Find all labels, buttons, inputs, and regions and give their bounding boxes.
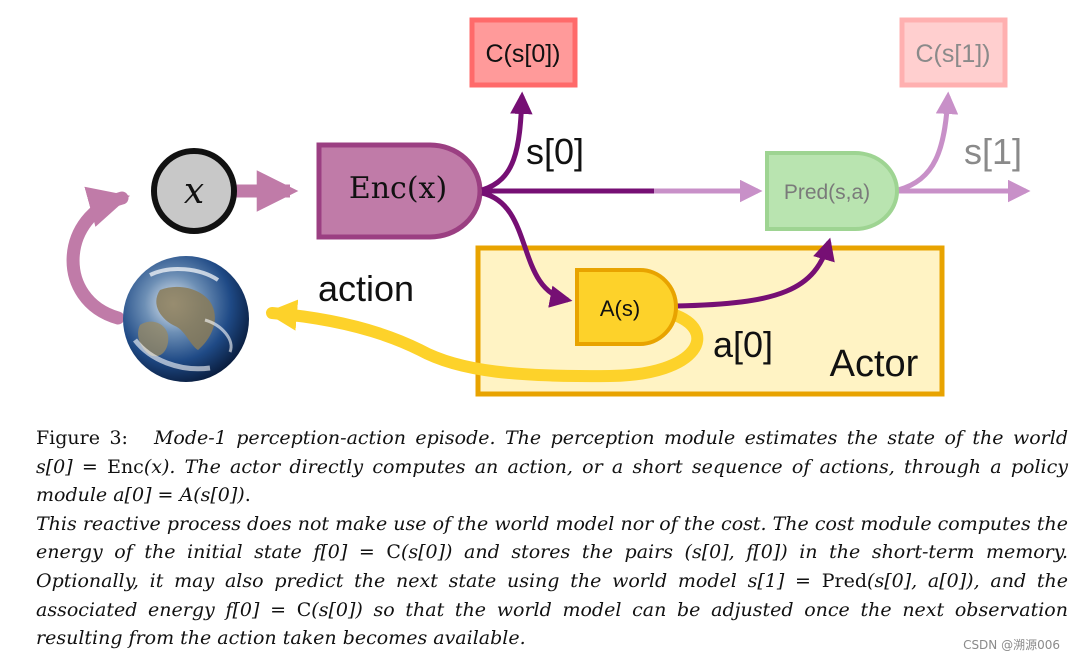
action-arrow	[265, 299, 704, 383]
caption-text: This reactive process does not make use …	[36, 512, 1068, 564]
caption-paragraph-1: Figure 3: Mode-1 perception-action episod…	[36, 427, 1068, 507]
caption-text: so that the world model can be adjusted …	[36, 598, 1068, 650]
figure-label: Figure 3:	[36, 427, 128, 449]
s0-label: s[0]	[526, 131, 584, 172]
caption-text: and stores the pairs	[464, 541, 673, 564]
caption-text: Mode-1 perception-action episode. The pe…	[153, 427, 1068, 449]
enc-to-cost0-arrow	[481, 91, 533, 193]
observation-x-label: x	[184, 171, 204, 212]
s1-label: s[1]	[964, 131, 1022, 172]
enc-to-policy-arrow	[481, 190, 573, 308]
caption-math: f[0] = C(s[0])	[313, 541, 453, 564]
encoder-node	[316, 142, 483, 240]
predictor-node	[765, 151, 899, 231]
caption-math: f[0] = C(s[0])	[225, 598, 363, 621]
policy-label: A(s)	[600, 296, 640, 321]
policy-to-pred-arrow	[675, 237, 835, 309]
caption-math: a[0] = A(s[0])	[113, 484, 245, 507]
caption-math: s[0] = Enc(x)	[36, 455, 170, 478]
pred-to-cost1-arrow	[897, 91, 959, 193]
predictor-label: Pred(s,a)	[784, 181, 870, 204]
caption-math: (s[0], f[0])	[684, 541, 788, 564]
cost0-label: C(s[0])	[486, 40, 561, 68]
earth-image	[123, 256, 249, 382]
cost1-label: C(s[1])	[916, 40, 991, 68]
caption-text: . The actor directly computes an action,…	[36, 455, 1068, 507]
caption-text: , and the associated energy	[36, 569, 1069, 621]
caption-text: in the short-term memory. Optionally, it…	[36, 541, 1069, 592]
action-label: action	[318, 268, 414, 309]
encoder-label: Enc(x)	[349, 171, 447, 206]
world-to-x-arrow	[66, 186, 131, 325]
diagram: Actor Enc(x) x A(s) Pred(s,a) C(s[0]) C(…	[66, 17, 1031, 397]
caption-paragraph-2: This reactive process does not make use …	[36, 510, 1068, 653]
cost0-node	[469, 17, 578, 88]
actor-label: Actor	[830, 343, 919, 385]
a0-label: a[0]	[713, 324, 773, 365]
observation-x-node	[151, 148, 237, 234]
watermark: CSDN @溯源006	[963, 638, 1060, 652]
caption-math: s[1] = Pred(s[0], a[0])	[747, 569, 974, 592]
policy-node	[575, 268, 678, 346]
cost1-node	[899, 17, 1008, 88]
figure-caption: Figure 3: Mode-1 perception-action episod…	[36, 424, 1068, 653]
